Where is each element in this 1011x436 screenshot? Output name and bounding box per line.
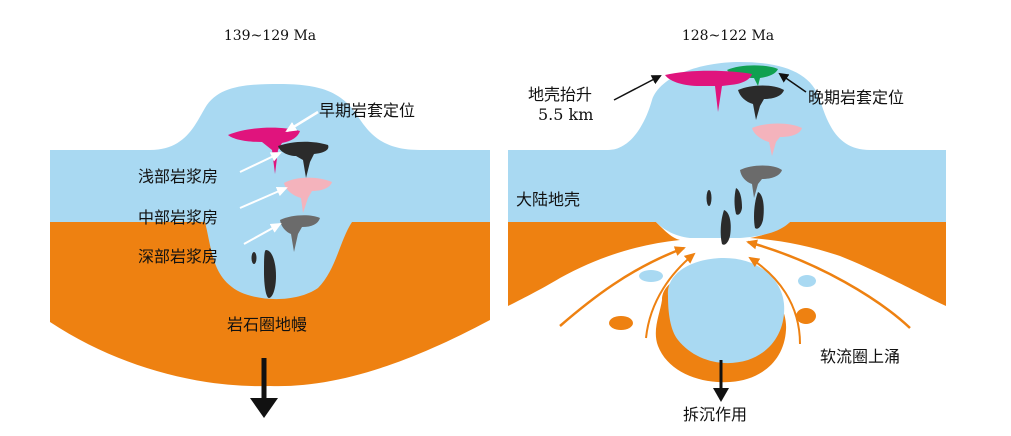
uplift-pointer-arrow [613, 75, 662, 101]
right-late-pluton [727, 65, 778, 86]
upwelling-arrow-right-inner [748, 256, 801, 345]
right-early-pluton [665, 70, 752, 112]
white-arrow-shallow [239, 152, 282, 173]
floating-mantle-blob-right [796, 308, 816, 324]
right-deep-chamber [740, 165, 782, 198]
left-lithospheric-mantle [50, 222, 490, 387]
right-dike-2 [720, 210, 731, 245]
left-early-pluton [228, 127, 300, 174]
left-age-label: 139~129 Ma [224, 28, 316, 44]
label-lithospheric-mantle: 岩石圈地幔 [227, 315, 307, 334]
floating-crust-blob-right [798, 275, 816, 287]
right-mantle-right [750, 222, 946, 306]
late-emplacement-pointer-arrow [778, 72, 807, 93]
white-arrow-middle [239, 187, 288, 209]
label-crust-uplift: 地壳抬升 [528, 85, 592, 104]
floating-mantle-blob-left [609, 316, 633, 330]
label-continental-crust: 大陆地壳 [516, 190, 580, 209]
right-shallow-chamber [738, 85, 784, 120]
label-late-emplacement: 晚期岩套定位 [808, 88, 904, 107]
upwelling-arrow-left-inner [645, 252, 696, 339]
left-panel: 139~129 Ma 早期岩套定位 浅部岩浆房 中部岩浆房 深部岩浆房 岩石圈地… [50, 28, 490, 418]
right-middle-chamber [752, 123, 802, 156]
label-asthenosphere-upwelling: 软流圈上涌 [820, 347, 900, 366]
right-continental-crust [508, 62, 946, 238]
left-magma-blob-2 [264, 250, 276, 298]
label-uplift-amount: 5.5 km [538, 105, 593, 124]
upwelling-arrow-right-outer [746, 239, 911, 329]
left-shallow-chamber [278, 141, 329, 178]
label-middle-chamber: 中部岩浆房 [138, 208, 218, 227]
delamination-arrow-head [713, 388, 729, 402]
right-dike-4 [754, 192, 764, 229]
label-shallow-chamber: 浅部岩浆房 [138, 167, 218, 186]
left-continental-crust [50, 84, 490, 300]
left-magma-blob-1 [251, 252, 257, 264]
label-deep-chamber: 深部岩浆房 [138, 247, 218, 266]
right-dike-3 [734, 188, 742, 215]
label-early-emplacement: 早期岩套定位 [319, 101, 415, 120]
upwelling-arrow-left-outer [559, 246, 686, 327]
right-mantle-left [508, 222, 680, 306]
delaminated-crust [667, 258, 785, 364]
white-arrow-deep [243, 223, 282, 245]
left-deep-chamber [280, 215, 320, 252]
floating-crust-blob-left [639, 270, 663, 282]
label-delamination: 拆沉作用 [683, 405, 747, 424]
white-arrow-early [285, 110, 319, 133]
sinking-arrow-head [250, 398, 278, 418]
right-age-label: 128~122 Ma [682, 28, 774, 44]
right-panel: 128~122 Ma 地壳抬升 5.5 km 晚期岩套定位 大陆地壳 软流圈上涌… [508, 28, 946, 424]
right-dike-1 [706, 190, 712, 206]
left-middle-chamber [284, 177, 332, 213]
